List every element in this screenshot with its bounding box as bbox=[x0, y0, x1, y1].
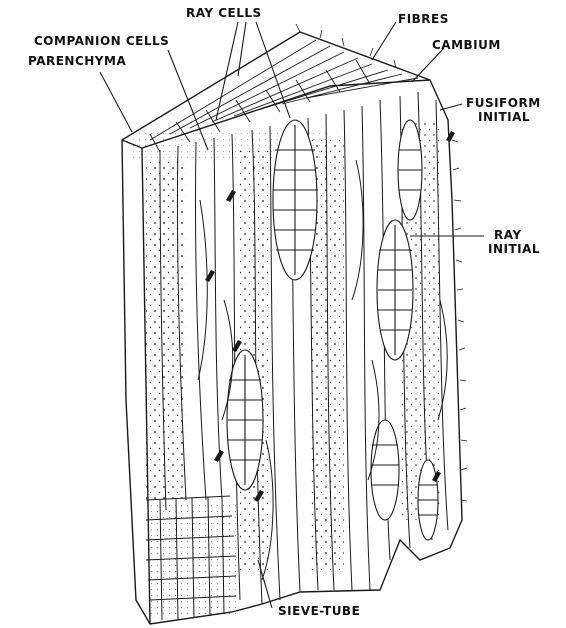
label-ray-initial-line2: INITIAL bbox=[488, 242, 540, 256]
fibres-leader bbox=[372, 22, 396, 60]
lower-parenchyma-cells bbox=[146, 496, 238, 620]
label-fusiform-initial: FUSIFORM INITIAL bbox=[466, 96, 541, 124]
label-fibres: FIBRES bbox=[398, 12, 449, 26]
label-cambium: CAMBIUM bbox=[432, 38, 501, 52]
fusiform-initial-leader bbox=[440, 104, 462, 110]
label-ray-initial-line1: RAY bbox=[488, 228, 540, 242]
label-parenchyma: PARENCHYMA bbox=[28, 54, 126, 68]
top-face-cells bbox=[130, 40, 418, 158]
label-fusiform-initial-line1: FUSIFORM bbox=[466, 96, 541, 110]
parenchyma-leader bbox=[100, 72, 132, 132]
label-fusiform-initial-line2: INITIAL bbox=[466, 110, 541, 124]
cambium-leader bbox=[412, 48, 444, 82]
label-sieve-tube: SIEVE-TUBE bbox=[278, 604, 360, 618]
label-companion-cells: COMPANION CELLS bbox=[34, 34, 169, 48]
ray-cells-leader-c bbox=[256, 22, 290, 118]
label-ray-cells: RAY CELLS bbox=[186, 6, 262, 20]
label-ray-initial: RAY INITIAL bbox=[488, 228, 540, 256]
